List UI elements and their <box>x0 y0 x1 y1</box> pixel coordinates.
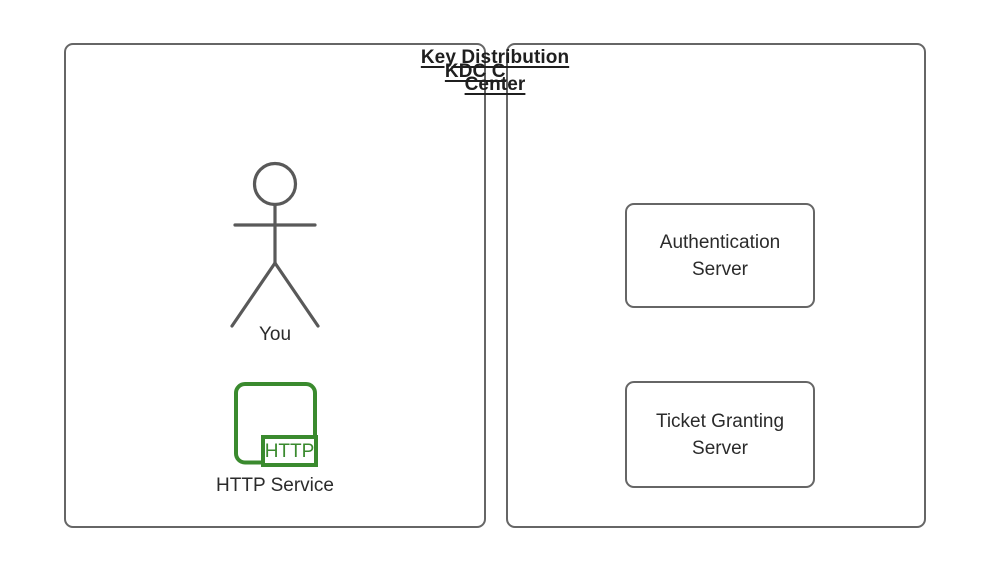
panel-kdc-title-line-1: Key Distribution <box>420 47 570 68</box>
actor-label-you: You <box>258 324 292 345</box>
authentication-server-label-line-1: Authentication <box>659 231 781 253</box>
http-service-icon: HTTP <box>230 380 322 470</box>
ticket-granting-server-label-line-2: Server <box>692 437 748 459</box>
http-service-label: HTTP Service <box>216 475 334 496</box>
authentication-server-label-line-2: Server <box>692 258 748 280</box>
svg-text:HTTP: HTTP <box>265 441 315 462</box>
ticket-granting-server-box: Ticket Granting Server <box>625 381 815 488</box>
person-stick-figure-icon <box>211 120 339 335</box>
ticket-granting-server-label-line-1: Ticket Granting <box>655 410 785 432</box>
panel-kdc-title-line-2: Center <box>464 74 526 95</box>
panel-kdc-title: Key Distribution Center <box>0 44 990 98</box>
authentication-server-box: Authentication Server <box>625 203 815 308</box>
